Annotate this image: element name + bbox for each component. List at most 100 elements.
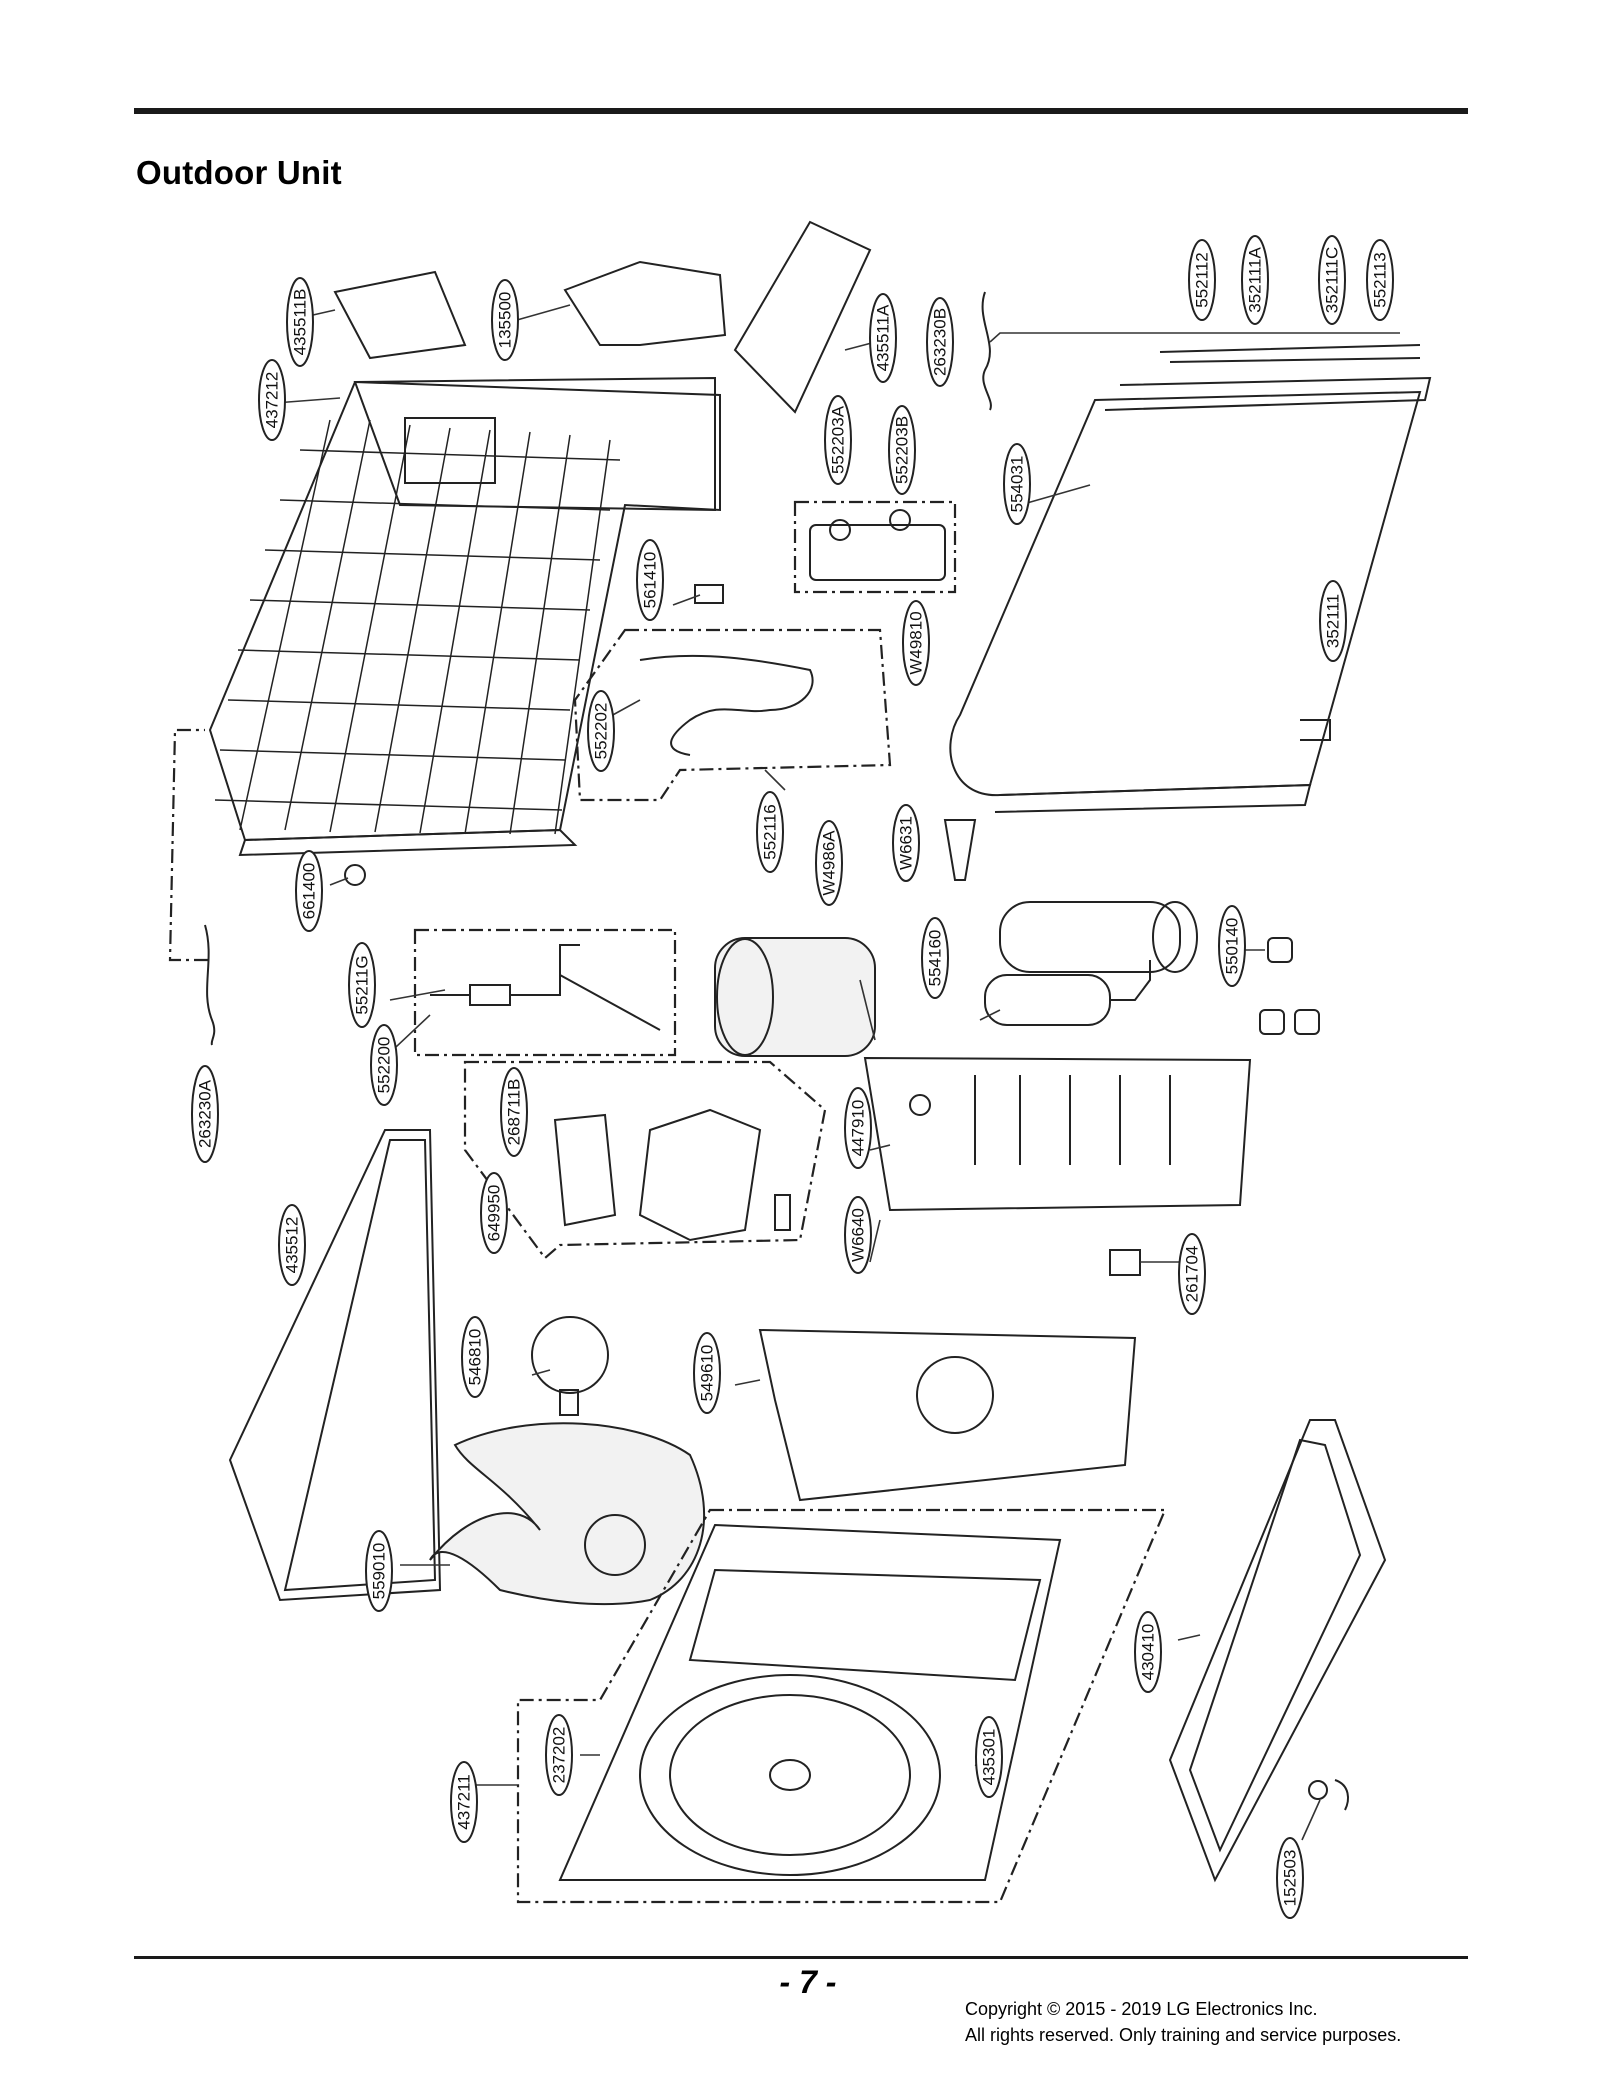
callout-552113: 552113 bbox=[1366, 239, 1394, 321]
svg-text:554160: 554160 bbox=[926, 930, 945, 987]
svg-text:559010: 559010 bbox=[370, 1543, 389, 1600]
callout-261704: 261704 bbox=[1178, 1233, 1206, 1315]
svg-text:552203B: 552203B bbox=[893, 416, 912, 484]
callout-268711b: 268711B bbox=[500, 1067, 528, 1157]
drain-part-drawing bbox=[1308, 1779, 1349, 1811]
svg-text:552112: 552112 bbox=[1193, 252, 1212, 307]
callout-w49810: W49810 bbox=[902, 600, 930, 686]
svg-text:561410: 561410 bbox=[641, 552, 660, 609]
part-435511b-drawing bbox=[333, 270, 467, 360]
svg-text:261704: 261704 bbox=[1183, 1246, 1202, 1303]
page-title: Outdoor Unit bbox=[136, 154, 342, 191]
svg-text:649950: 649950 bbox=[485, 1185, 504, 1242]
front-panel-drawing bbox=[558, 1523, 1062, 1881]
svg-text:W6631: W6631 bbox=[897, 816, 916, 870]
condenser-coil-drawing bbox=[949, 344, 1432, 813]
callout-w6640: W6640 bbox=[844, 1196, 872, 1274]
part-435511a-drawing bbox=[733, 220, 872, 414]
svg-text:W49810: W49810 bbox=[907, 611, 926, 674]
callout-w4986a: W4986A bbox=[815, 820, 843, 906]
callout-552200: 552200 bbox=[370, 1024, 398, 1106]
callout-435512: 435512 bbox=[278, 1204, 306, 1286]
svg-text:554031: 554031 bbox=[1008, 456, 1027, 513]
part-549610-drawing bbox=[758, 1328, 1137, 1502]
part-435512-drawing bbox=[228, 1129, 442, 1602]
callout-435511b: 435511B bbox=[286, 277, 314, 367]
base-pan-drawing bbox=[1168, 1419, 1387, 1883]
control-box-drawing bbox=[553, 1108, 791, 1242]
callout-135500: 135500 bbox=[491, 279, 519, 361]
callout-552203a: 552203A bbox=[824, 395, 852, 485]
page-number: - 7 - bbox=[779, 1964, 837, 2000]
callout-237202: 237202 bbox=[545, 1714, 573, 1796]
callout-263230b: 263230B bbox=[926, 297, 954, 387]
part-661400-drawing bbox=[344, 864, 366, 886]
svg-text:352111: 352111 bbox=[1324, 594, 1343, 648]
svg-text:W4986A: W4986A bbox=[820, 830, 839, 896]
callout-552203b: 552203B bbox=[888, 405, 916, 495]
compressor-drawing bbox=[984, 901, 1198, 1026]
part-561410-drawing bbox=[694, 584, 724, 604]
pipe-assembly-boundary bbox=[573, 628, 892, 802]
part-w6631-drawing bbox=[943, 819, 977, 881]
part-263230b-drawing bbox=[981, 291, 992, 411]
svg-text:437211: 437211 bbox=[455, 1774, 474, 1829]
svg-text:552200: 552200 bbox=[375, 1037, 394, 1094]
callout-263230a: 263230A bbox=[191, 1065, 219, 1163]
callout-352111: 352111 bbox=[1319, 580, 1347, 662]
svg-text:552113: 552113 bbox=[1371, 252, 1390, 307]
callout-352111a: 352111A bbox=[1241, 235, 1269, 325]
callout-552202: 552202 bbox=[587, 690, 615, 772]
callout-152503: 152503 bbox=[1276, 1837, 1304, 1919]
callout-552116: 552116 bbox=[756, 791, 784, 873]
control-box-boundary bbox=[463, 1060, 827, 1260]
svg-text:550140: 550140 bbox=[1223, 918, 1242, 975]
svg-text:447910: 447910 bbox=[849, 1100, 868, 1157]
valve-assembly-boundary bbox=[793, 500, 957, 594]
svg-text:435511A: 435511A bbox=[874, 304, 893, 371]
callout-435511a: 435511A bbox=[869, 293, 897, 383]
part-261704-drawing bbox=[1109, 1249, 1141, 1276]
callout-435301: 435301 bbox=[975, 1716, 1003, 1798]
callout-561410: 561410 bbox=[636, 539, 664, 621]
svg-text:152503: 152503 bbox=[1281, 1850, 1300, 1907]
top-rule bbox=[134, 108, 1468, 114]
svg-text:55211G: 55211G bbox=[353, 955, 372, 1014]
copyright-line-2: All rights reserved. Only training and s… bbox=[965, 2025, 1402, 2045]
svg-text:437212: 437212 bbox=[263, 372, 282, 429]
callout-661400: 661400 bbox=[295, 850, 323, 932]
valve-assembly-drawing bbox=[809, 509, 946, 581]
copyright-line-1: Copyright © 2015 - 2019 LG Electronics I… bbox=[965, 1999, 1318, 2019]
callout-55211g: 55211G bbox=[348, 942, 376, 1028]
pipe-parts-drawing bbox=[430, 944, 661, 1031]
svg-text:263230A: 263230A bbox=[196, 1079, 215, 1148]
callout-447910: 447910 bbox=[844, 1087, 872, 1169]
callout-546810: 546810 bbox=[461, 1316, 489, 1398]
callout-550140: 550140 bbox=[1218, 905, 1246, 987]
svg-text:268711B: 268711B bbox=[505, 1079, 524, 1146]
pipe-parts-boundary bbox=[413, 928, 677, 1057]
callout-352111c: 352111C bbox=[1318, 235, 1346, 325]
svg-text:430410: 430410 bbox=[1139, 1624, 1158, 1681]
bottom-rule bbox=[134, 1956, 1468, 1959]
grommet-parts-drawing bbox=[1259, 937, 1320, 1035]
svg-text:435512: 435512 bbox=[283, 1217, 302, 1274]
svg-text:435511B: 435511B bbox=[291, 289, 310, 356]
svg-text:552203A: 552203A bbox=[829, 405, 848, 474]
svg-text:552202: 552202 bbox=[592, 703, 611, 760]
part-135500-drawing bbox=[563, 260, 727, 346]
callout-w6631: W6631 bbox=[892, 804, 920, 882]
callout-554160: 554160 bbox=[921, 917, 949, 999]
svg-text:135500: 135500 bbox=[496, 292, 515, 349]
callout-552112: 552112 bbox=[1188, 239, 1216, 321]
svg-text:263230B: 263230B bbox=[931, 308, 950, 376]
svg-text:546810: 546810 bbox=[466, 1329, 485, 1386]
svg-text:352111A: 352111A bbox=[1246, 247, 1265, 313]
svg-text:W6640: W6640 bbox=[849, 1208, 868, 1262]
pipe-assembly-drawing bbox=[639, 654, 814, 756]
callout-549610: 549610 bbox=[693, 1332, 721, 1414]
part-263230a-drawing bbox=[204, 924, 216, 1046]
svg-text:237202: 237202 bbox=[550, 1727, 569, 1784]
callout-554031: 554031 bbox=[1003, 443, 1031, 525]
